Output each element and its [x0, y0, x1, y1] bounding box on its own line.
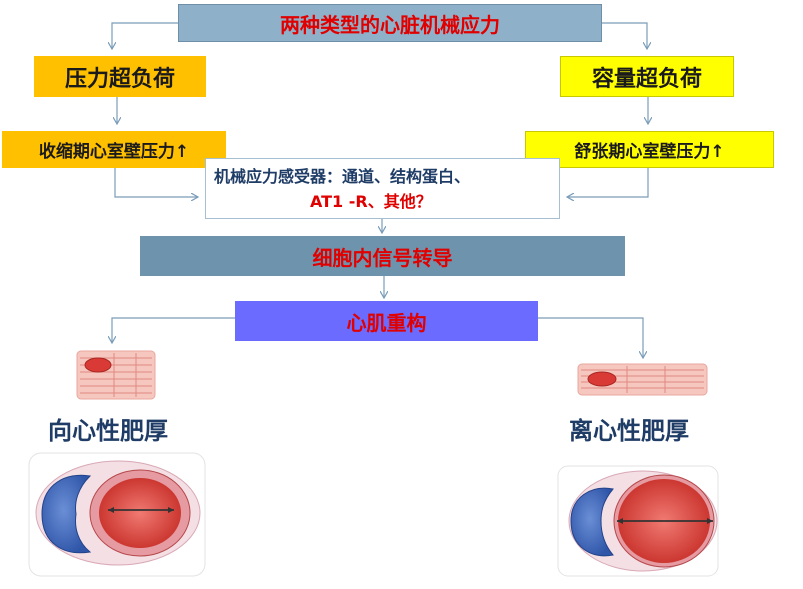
volume-overload-box: 容量超负荷	[560, 56, 734, 97]
concentric-hypertrophy-label: 向心性肥厚	[48, 417, 168, 445]
arrow-systolic-to-sensor	[114, 168, 198, 197]
arrow-title-to-pressure	[112, 22, 178, 49]
eccentric-myocyte-icon	[577, 363, 708, 396]
myocardial-remodeling-box: 心肌重构	[235, 301, 538, 341]
arrow-remodel-to-eccentric	[538, 317, 643, 358]
pressure-overload-box: 压力超负荷	[34, 56, 206, 97]
eccentric-hypertrophy-label: 离心性肥厚	[569, 417, 689, 445]
diagram-title: 两种类型的心脏机械应力	[178, 4, 602, 42]
mechanosensor-line2: AT1 -R、其他？	[310, 191, 432, 211]
eccentric-heart-section-icon	[557, 465, 719, 577]
concentric-heart-section-icon	[28, 452, 206, 577]
mechanosensor-box: 机械应力感受器：通道、结构蛋白、 AT1 -R、其他？	[205, 158, 560, 219]
systolic-wall-stress-box: 收缩期心室壁压力↑	[2, 131, 226, 168]
signal-transduction-box: 细胞内信号转导	[140, 236, 625, 276]
mechanosensor-line1: 机械应力感受器：通道、结构蛋白、	[214, 166, 471, 186]
arrow-diastolic-to-sensor	[567, 168, 649, 197]
diastolic-wall-stress-box: 舒张期心室壁压力↑	[525, 131, 774, 168]
concentric-myocyte-icon	[76, 350, 156, 400]
arrow-remodel-to-concentric	[112, 317, 235, 343]
arrow-title-to-volume	[602, 22, 647, 49]
